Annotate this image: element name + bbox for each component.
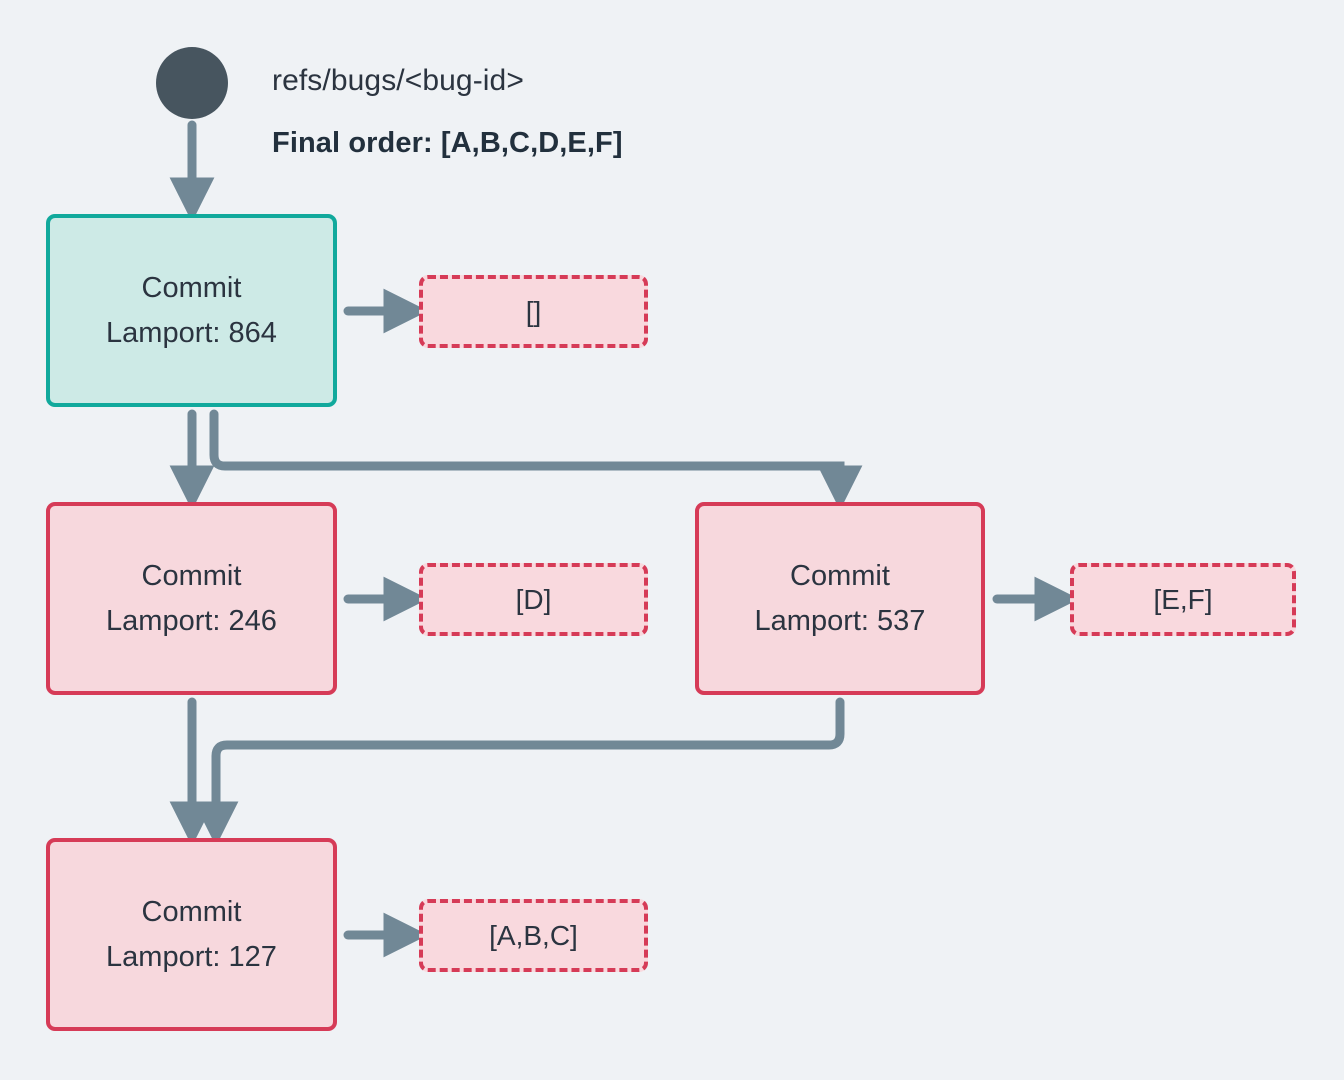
- payload-box-d[interactable]: [D]: [419, 563, 648, 636]
- root-ref-node[interactable]: [156, 47, 228, 119]
- commit-title: Commit: [141, 272, 242, 305]
- payload-box-empty[interactable]: []: [419, 275, 648, 348]
- final-order-label: Final order: [A,B,C,D,E,F]: [272, 127, 623, 159]
- commit-title: Commit: [141, 560, 242, 593]
- payload-label: [D]: [515, 583, 552, 615]
- commit-node-864[interactable]: Commit Lamport: 864: [46, 214, 337, 407]
- commit-node-127[interactable]: Commit Lamport: 127: [46, 838, 337, 1031]
- commit-node-537[interactable]: Commit Lamport: 537: [695, 502, 985, 695]
- payload-box-ef[interactable]: [E,F]: [1070, 563, 1296, 636]
- edge-n3-to-n4: [193, 697, 845, 847]
- ref-path-label: refs/bugs/<bug-id>: [272, 64, 524, 97]
- commit-lamport: Lamport: 127: [106, 940, 277, 973]
- commit-title: Commit: [141, 896, 242, 929]
- payload-label: [E,F]: [1153, 583, 1213, 615]
- commit-title: Commit: [790, 560, 890, 593]
- commit-lamport: Lamport: 864: [106, 316, 277, 349]
- commit-lamport: Lamport: 537: [754, 604, 926, 637]
- commit-lamport: Lamport: 246: [106, 604, 277, 637]
- commit-node-246[interactable]: Commit Lamport: 246: [46, 502, 337, 695]
- payload-label: [A,B,C]: [489, 919, 578, 951]
- payload-label: []: [525, 295, 542, 327]
- payload-box-abc[interactable]: [A,B,C]: [419, 899, 648, 972]
- edge-n1-to-n3: [209, 409, 863, 511]
